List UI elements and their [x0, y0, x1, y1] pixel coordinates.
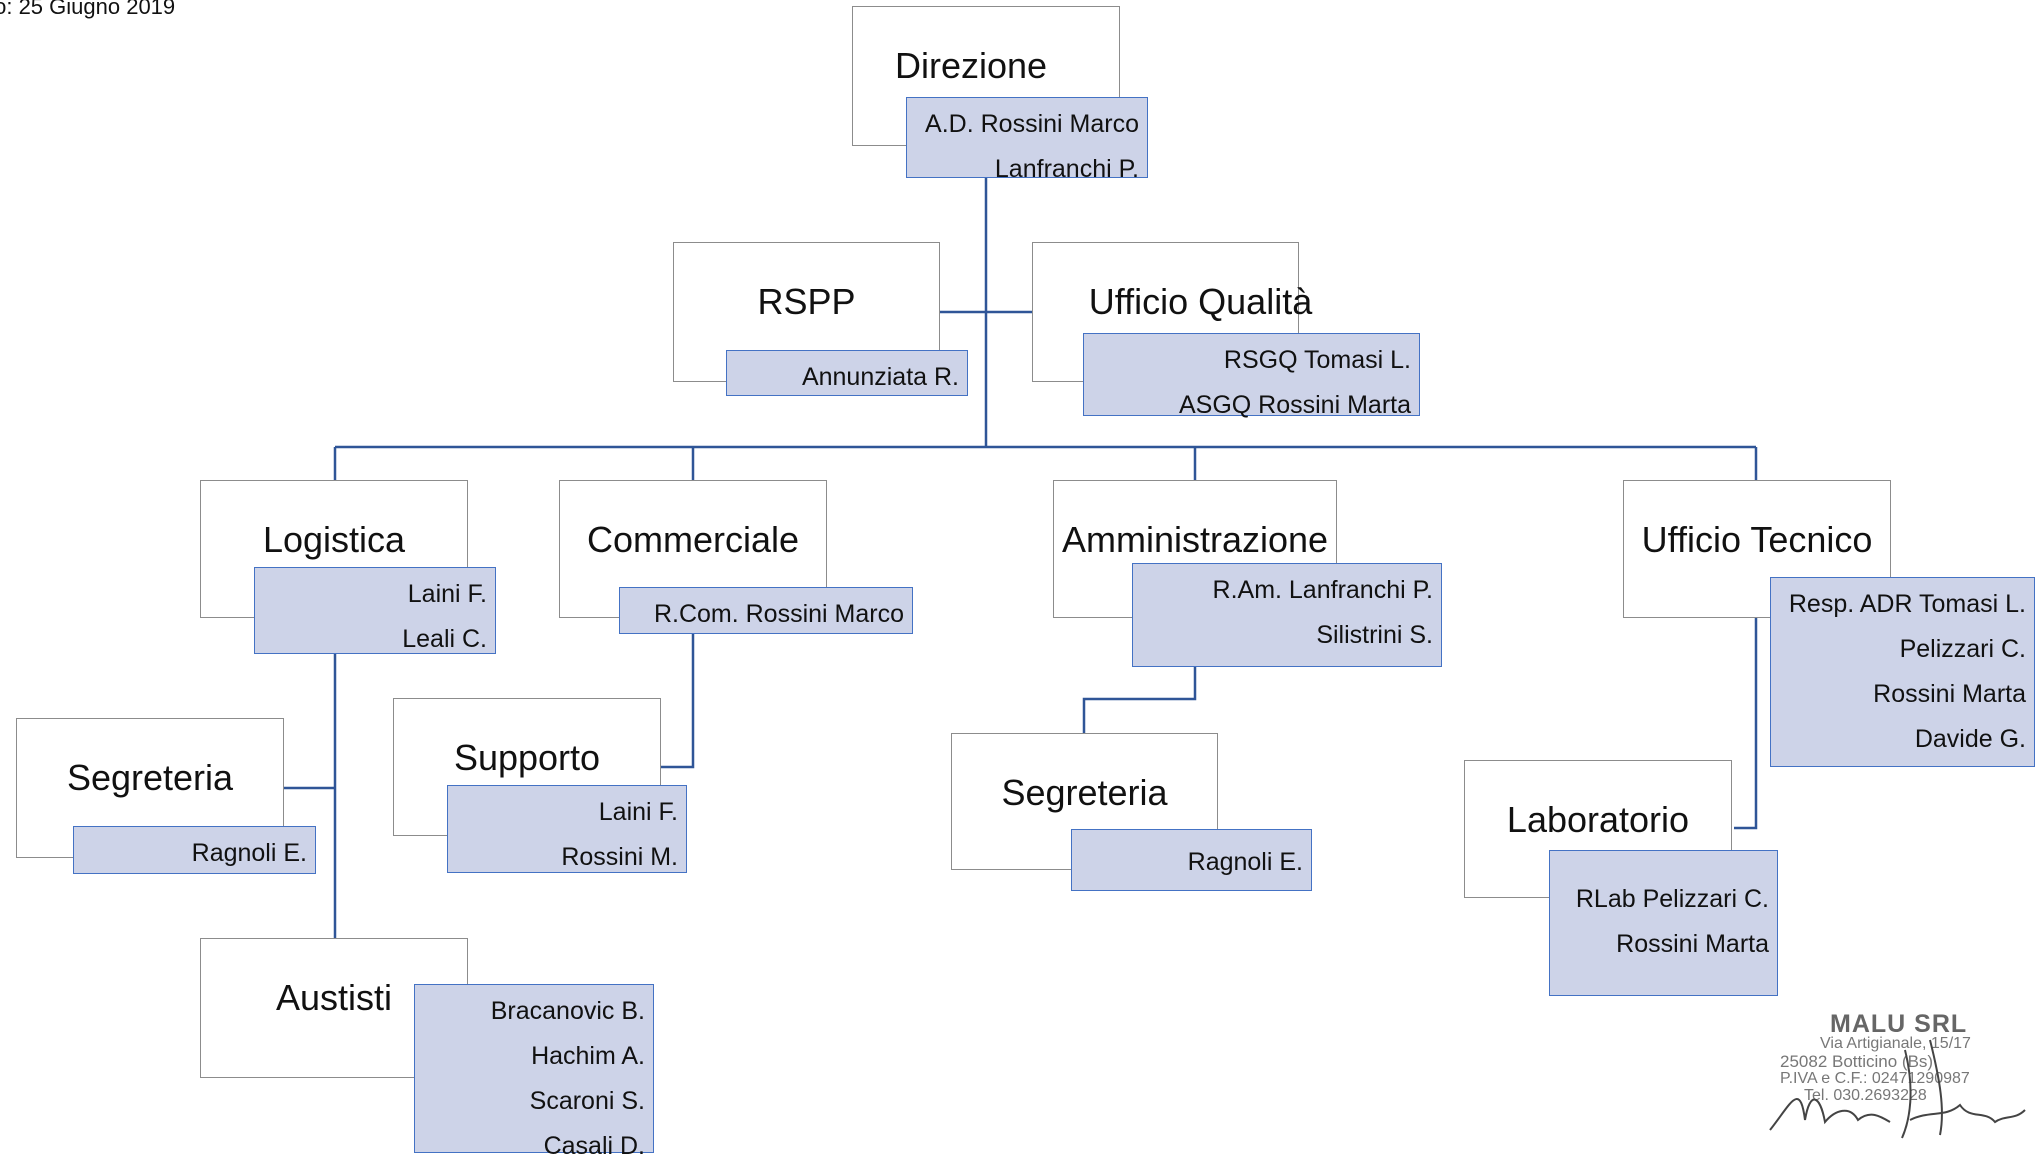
stamp-phone-line: Tel. 030.2693228 — [1804, 1087, 1927, 1104]
people-supporto: Laini F. Rossini M. — [447, 785, 687, 873]
connector-laboratorio — [1734, 616, 1758, 830]
person-name: Hachim A. — [531, 1042, 645, 1070]
document-date: to: 25 Giugno 2019 — [0, 0, 176, 19]
person-name: Rossini Marta — [1873, 680, 2026, 708]
unit-title: Laboratorio — [1506, 799, 1690, 840]
connector-lines — [284, 178, 1758, 938]
person-name: Annunziata R. — [801, 363, 959, 391]
unit-title: Ufficio Tecnico — [1641, 519, 1873, 560]
people-laboratorio: RLab Pelizzari C. Rossini Marta — [1549, 850, 1778, 996]
person-name: Laini F. — [407, 580, 487, 608]
connector-supporto — [661, 634, 695, 769]
unit-title: Segreteria — [1001, 772, 1168, 813]
unit-title: RSPP — [757, 281, 856, 322]
stamp-vat-line: P.IVA e C.F.: 02471290987 — [1780, 1070, 1970, 1087]
person-name: Resp. ADR Tomasi L. — [1788, 590, 2026, 618]
unit-title: Segreteria — [66, 757, 234, 798]
people-ufficio-qualita: RSGQ Tomasi L. ASGQ Rossini Marta — [1083, 333, 1420, 419]
person-name: RSGQ Tomasi L. — [1223, 346, 1411, 374]
unit-title: Direzione — [894, 45, 1048, 86]
person-name: R.Com. Rossini Marco — [653, 600, 904, 628]
person-name: Leali C. — [402, 625, 487, 653]
people-amministrazione: R.Am. Lanfranchi P. Silistrini S. — [1132, 563, 1442, 667]
person-name: Davide G. — [1914, 725, 2026, 753]
unit-title: Supporto — [453, 737, 601, 778]
person-name: Rossini Marta — [1616, 930, 1769, 958]
people-rspp: Annunziata R. — [726, 350, 968, 396]
people-segreteria-logistica: Ragnoli E. — [73, 826, 316, 874]
unit-title: Amministrazione — [1061, 519, 1329, 560]
unit-title: Logistica — [262, 519, 406, 560]
unit-title: Ufficio Qualità — [1088, 281, 1313, 322]
person-name: RLab Pelizzari C. — [1575, 885, 1769, 913]
people-ufficio-tecnico: Resp. ADR Tomasi L. Pelizzari C. Rossini… — [1770, 577, 2035, 767]
person-name: Pelizzari C. — [1899, 635, 2026, 663]
person-name: Ragnoli E. — [191, 839, 307, 867]
person-name: Silistrini S. — [1316, 621, 1433, 649]
person-name: Rossini M. — [561, 843, 678, 871]
person-name: Lanfranchi P. — [994, 155, 1139, 183]
person-name: Bracanovic B. — [490, 997, 645, 1025]
person-name: Laini F. — [598, 798, 678, 826]
stamp-company-name: MALU SRL — [1830, 1010, 1968, 1038]
connector-segreteria-amm — [1082, 667, 1197, 733]
people-direzione: A.D. Rossini Marco Lanfranchi P. — [906, 97, 1148, 183]
company-stamp: MALU SRL Via Artigianale, 15/17 25082 Bo… — [1730, 1010, 2030, 1150]
person-name: Casali D. — [543, 1132, 645, 1160]
unit-title: Commerciale — [586, 519, 800, 560]
people-commerciale: R.Com. Rossini Marco — [619, 587, 913, 634]
stamp-address-line: Via Artigianale, 15/17 — [1820, 1035, 1971, 1052]
stamp-city-line: 25082 Botticino (Bs) — [1780, 1052, 1934, 1071]
unit-title: Austisti — [275, 977, 393, 1018]
people-logistica: Laini F. Leali C. — [254, 567, 496, 654]
person-name: Scaroni S. — [529, 1087, 645, 1115]
people-segreteria-amministrazione: Ragnoli E. — [1071, 829, 1312, 891]
people-austisti: Bracanovic B. Hachim A. Scaroni S. Casal… — [414, 984, 654, 1160]
person-name: A.D. Rossini Marco — [925, 110, 1139, 138]
person-name: R.Am. Lanfranchi P. — [1212, 576, 1433, 604]
person-name: Ragnoli E. — [1187, 848, 1303, 876]
signature-icon — [1769, 1039, 2026, 1139]
person-name: ASGQ Rossini Marta — [1178, 391, 1411, 419]
